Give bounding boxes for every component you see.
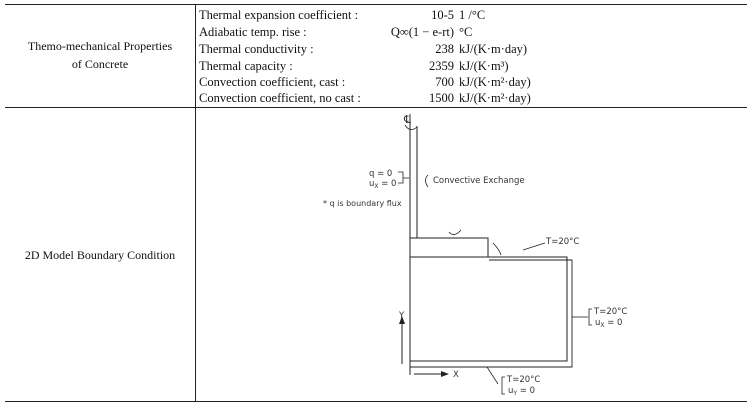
row-label-properties: Themo-mechanical Properties of Concrete [27, 39, 173, 71]
y-axis-label: Y [398, 311, 405, 321]
property-value: Q∞(1 − e-rt) [390, 25, 454, 39]
bottom-temp-leader [486, 366, 499, 385]
block-outline [410, 256, 568, 362]
property-value: 700 [435, 75, 454, 89]
property-name: Convection coefficient, cast : [199, 75, 346, 89]
property-name: Thermal expansion coefficient : [199, 8, 359, 22]
centerline-label: ℄ [403, 113, 411, 126]
property-value: 2359 [429, 59, 454, 73]
bottom-temp-label: T=20°C [506, 375, 540, 385]
x-axis-arrowhead [441, 371, 449, 377]
right-bracket [588, 308, 592, 326]
property-value: 1500 [429, 91, 454, 105]
property-value: 238 [435, 42, 454, 56]
property-name: Thermal conductivity : [199, 42, 314, 56]
property-unit: 1 /°C [459, 8, 486, 22]
flux-bracket [398, 171, 404, 184]
property-name: Convection coefficient, no cast : [199, 91, 361, 105]
convective-exchange-label: Convective Exchange [433, 176, 525, 186]
cap-outline [410, 237, 489, 257]
table-top-border [5, 4, 747, 5]
bottom-bracket [501, 376, 505, 395]
top-temp-label: T=20°C [545, 237, 579, 247]
x-axis-label: X [453, 370, 459, 380]
right-temp-label: T=20°C [593, 307, 627, 317]
row-divider [5, 107, 747, 108]
convection-arc [492, 242, 502, 256]
table-bottom-border [5, 401, 747, 402]
row-label-boundary: 2D Model Boundary Condition [24, 248, 176, 262]
flux-ux-label: uX = 0 [369, 179, 396, 190]
column-divider [195, 4, 196, 401]
convection-arc [448, 229, 462, 235]
property-unit: kJ/(K·m·day) [459, 42, 528, 56]
bottom-u-label: uY = 0 [508, 386, 535, 397]
property-unit: kJ/(K·m³) [459, 59, 509, 73]
outer-boundary [410, 259, 573, 368]
property-name: Thermal capacity : [199, 59, 293, 73]
property-name: Adiabatic temp. rise : [199, 25, 307, 39]
top-temp-leader [522, 242, 546, 251]
convection-arc [425, 174, 429, 188]
property-unit: kJ/(K·m²·day) [459, 75, 531, 89]
property-unit: kJ/(K·m²·day) [459, 91, 531, 105]
right-u-label: uX = 0 [595, 318, 622, 329]
property-value: 10-5 [431, 8, 454, 22]
flux-note: * q is boundary flux [323, 199, 402, 208]
y-axis-arrowhead [399, 316, 405, 324]
flux-q-label: q = 0 [369, 169, 392, 179]
property-unit: °C [459, 25, 473, 39]
